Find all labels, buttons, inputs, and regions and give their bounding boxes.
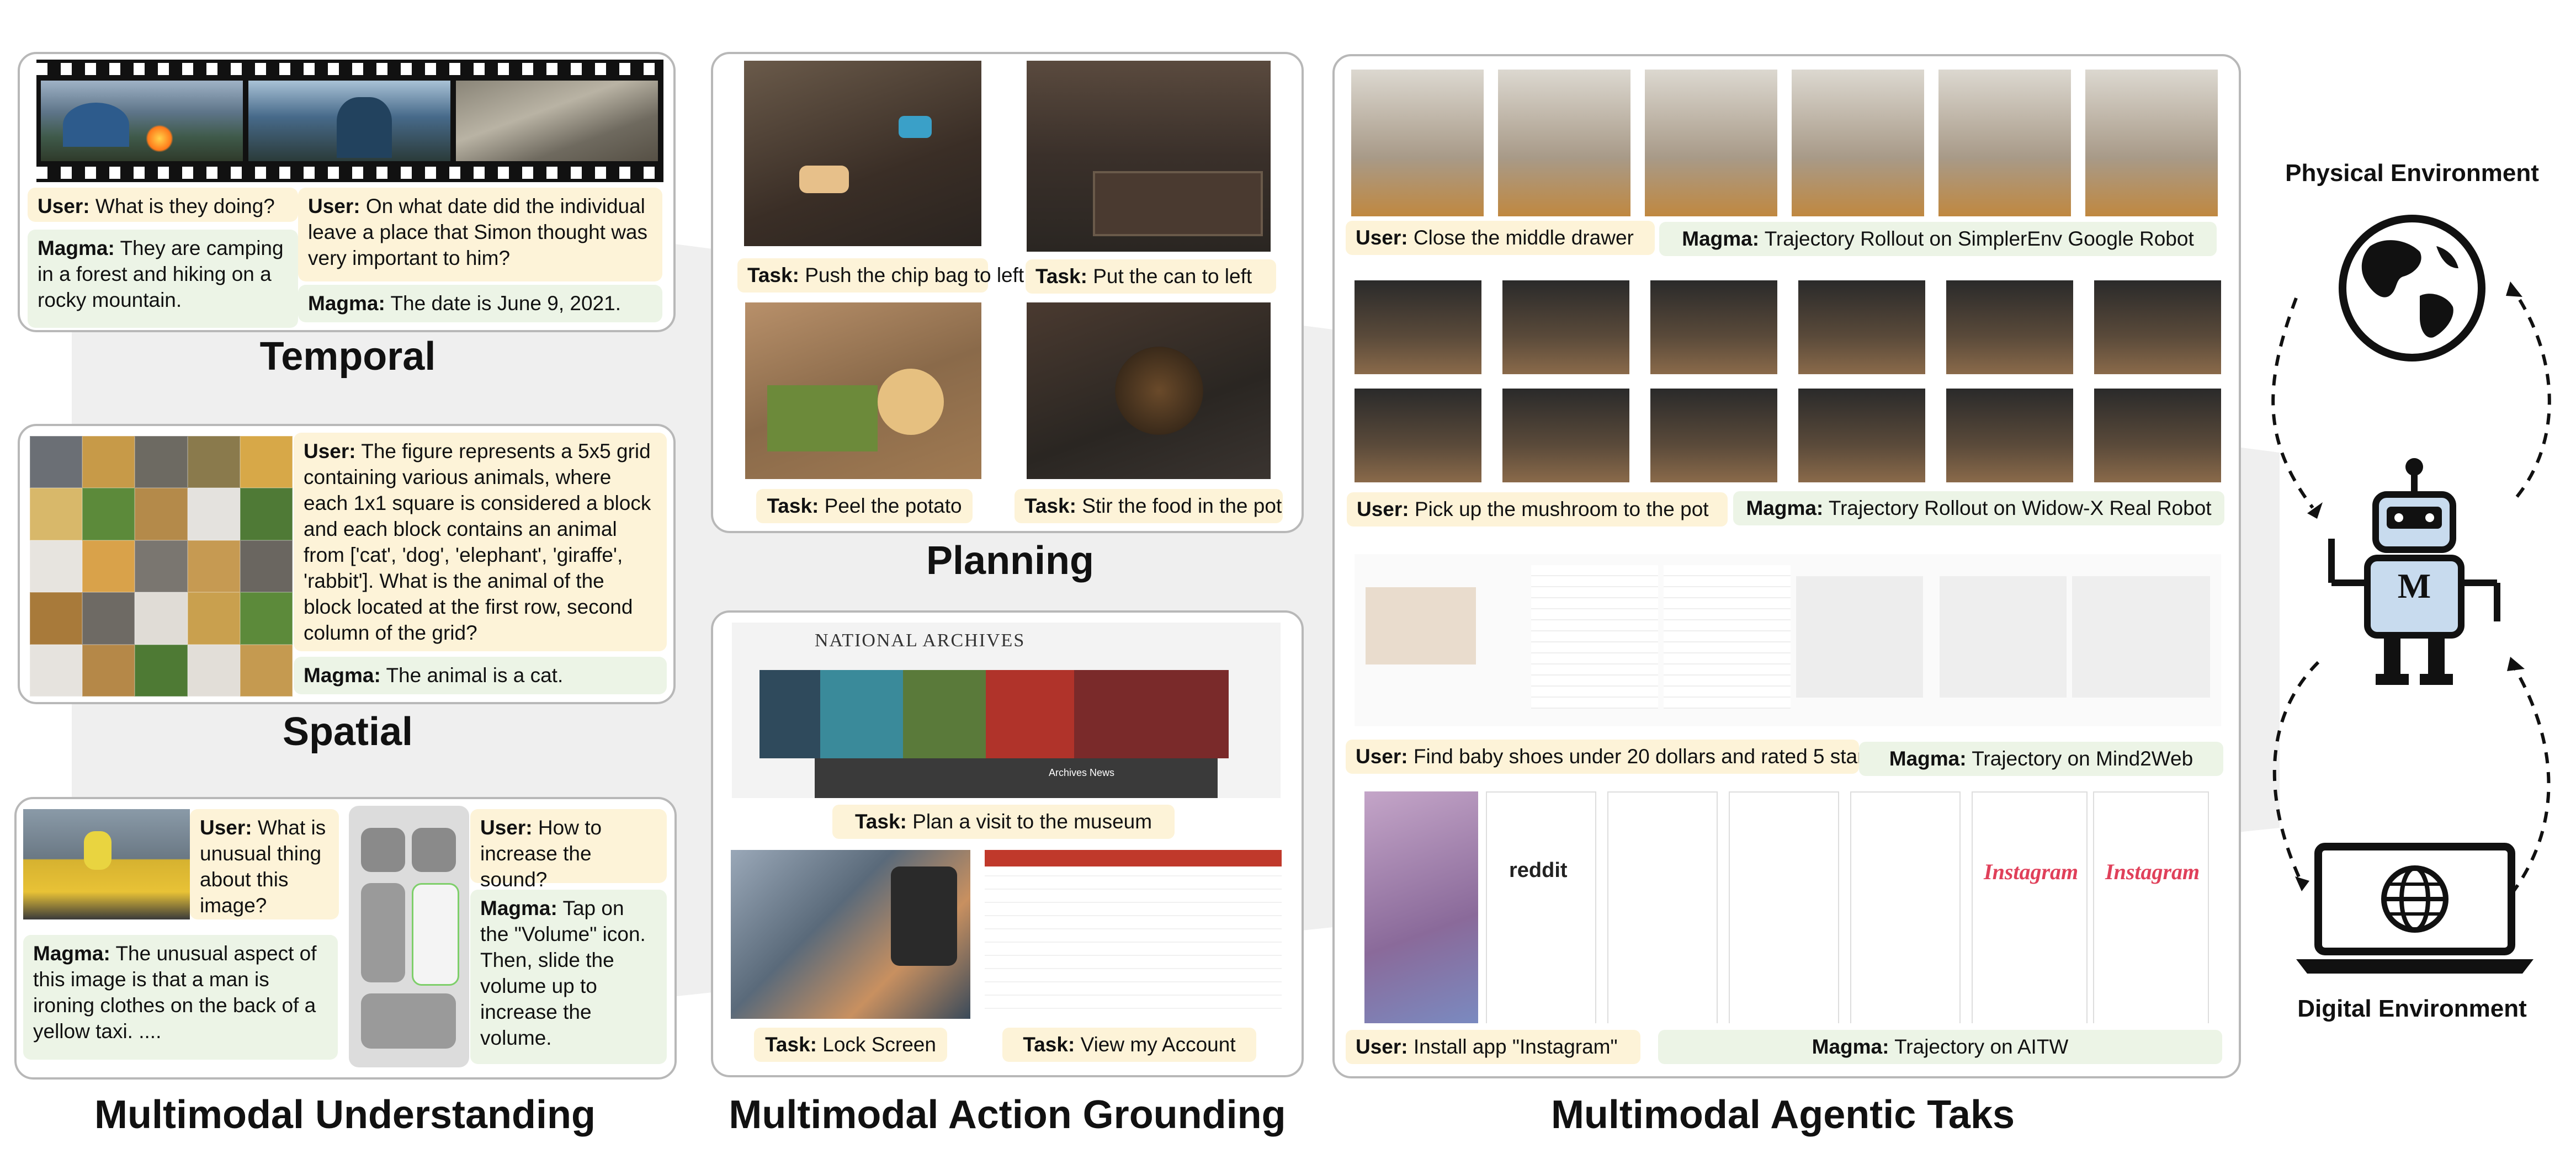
agentic-magma-3: Magma: Trajectory on Mind2Web <box>1859 742 2223 776</box>
planning-image-chipbag <box>744 61 981 246</box>
planning-task-4: Task: Stir the food in the pot <box>1015 489 1283 523</box>
temporal-heading: Temporal <box>259 334 436 379</box>
archives-screenshot: NATIONAL ARCHIVES Archives News <box>732 623 1281 798</box>
agentic-user-1: User: Close the middle drawer <box>1346 221 1655 255</box>
grounding-task-2: Task: Lock Screen <box>754 1028 947 1062</box>
digital-environment-label: Digital Environment <box>2297 995 2527 1022</box>
animal-grid-image <box>30 436 293 697</box>
grounding-task-3: Task: View my Account <box>1002 1028 1256 1062</box>
understanding-magma-a2: Magma: Tap on the "Volume" icon. Then, s… <box>470 890 667 1064</box>
laptop-globe-icon <box>2296 843 2533 974</box>
agentic-magma-1: Magma: Trajectory Rollout on SimplerEnv … <box>1659 222 2217 256</box>
temporal-user-q1: User: What is they doing? <box>28 188 298 222</box>
physical-environment-label: Physical Environment <box>2285 160 2539 187</box>
temporal-magma-a1: Magma: They are camping in a forest and … <box>28 230 298 328</box>
understanding-user-q1: User: What is unusual thing about this i… <box>190 809 339 919</box>
agentic-user-3: User: Find baby shoes under 20 dollars a… <box>1346 740 1880 774</box>
understanding-heading: Multimodal Understanding <box>94 1093 596 1137</box>
planning-image-can <box>1027 61 1271 252</box>
globe-icon <box>2339 215 2485 361</box>
grounding-heading: Multimodal Action Grounding <box>729 1093 1286 1137</box>
planning-image-pot <box>1027 302 1271 479</box>
widowx-frames <box>1355 280 2222 483</box>
grounding-task-1: Task: Plan a visit to the museum <box>832 805 1175 839</box>
robot-letter: M <box>2397 566 2431 605</box>
instagram-logo-text-2: Instagram <box>2105 859 2200 884</box>
temporal-magma-a2: Magma: The date is June 9, 2021. <box>298 285 662 322</box>
mind2web-screenshots <box>1355 554 2221 726</box>
spatial-heading: Spatial <box>282 710 413 754</box>
agentic-user-4: User: Install app "Instagram" <box>1346 1030 1640 1064</box>
archives-news-label: Archives News <box>1049 767 1115 778</box>
film-strip <box>36 60 663 182</box>
drawer-frames <box>1351 70 2223 216</box>
spatial-user-q: User: The figure represents a 5x5 grid c… <box>294 433 667 651</box>
planning-task-2: Task: Put the can to left <box>1026 259 1276 294</box>
agentic-user-2: User: Pick up the mushroom to the pot <box>1347 492 1728 527</box>
account-screenshot <box>985 850 1282 1019</box>
planning-task-1: Task: Push the chip bag to left <box>737 258 1024 293</box>
agentic-heading: Multimodal Agentic Taks <box>1550 1093 2015 1137</box>
frame-mountain <box>456 81 658 161</box>
aitw-screenshots: reddit Instagram Instagram <box>1364 791 2222 1023</box>
archives-title: NATIONAL ARCHIVES <box>815 630 1026 651</box>
planning-image-potato <box>745 302 981 479</box>
agentic-magma-4: Magma: Trajectory on AITW <box>1658 1030 2222 1064</box>
flow-arrows <box>2271 281 2551 895</box>
taxi-image <box>23 809 190 919</box>
spatial-magma-a: Magma: The animal is a cat. <box>294 657 667 694</box>
planning-heading: Planning <box>926 539 1094 583</box>
temporal-user-q2: User: On what date did the individual le… <box>298 188 662 281</box>
instagram-logo-text-1: Instagram <box>1984 859 2079 884</box>
reddit-logo-text: reddit <box>1509 859 1568 882</box>
agentic-magma-2: Magma: Trajectory Rollout on Widow-X Rea… <box>1733 491 2224 525</box>
control-center-screenshot <box>349 806 469 1067</box>
magma-robot-icon <box>2328 458 2500 685</box>
lockscreen-screenshot <box>731 850 970 1019</box>
understanding-user-q2: User: How to increase the sound? <box>470 809 667 891</box>
frame-camping-1 <box>41 81 243 161</box>
understanding-magma-a1: Magma: The unusual aspect of this image … <box>23 935 338 1060</box>
planning-task-3: Task: Peel the potato <box>756 489 973 523</box>
frame-camping-2 <box>248 81 450 161</box>
